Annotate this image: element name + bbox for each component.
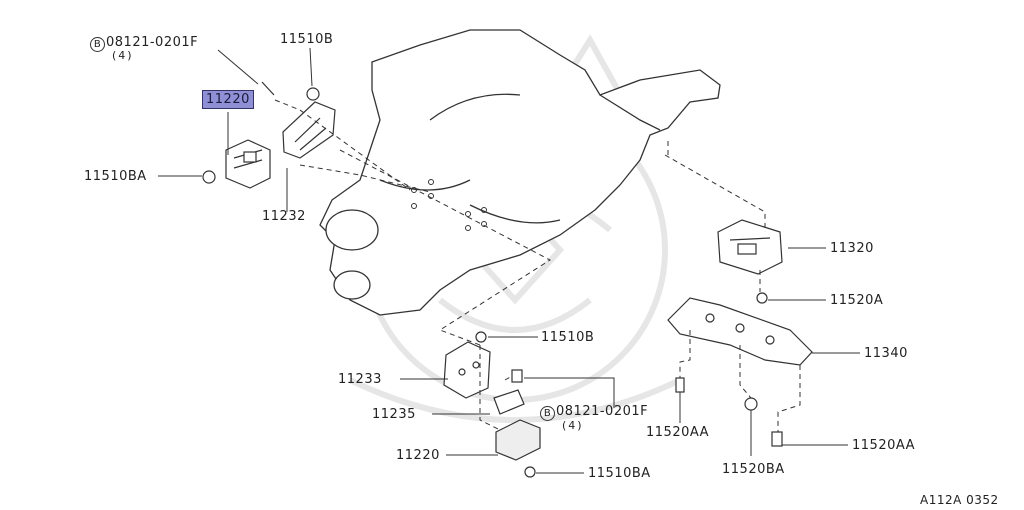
callout-11520A[interactable]: 11520A (830, 293, 884, 308)
front-mount-assembly (202, 81, 336, 189)
callout-11510B-lower[interactable]: 11510B (541, 330, 595, 345)
bracket-11233 (443, 341, 491, 399)
callout-11235[interactable]: 11235 (372, 407, 416, 422)
engine-transmission (319, 29, 721, 316)
dashed-guides (274, 99, 801, 432)
callout-11320[interactable]: 11320 (830, 241, 874, 256)
callout-11232[interactable]: 11232 (262, 209, 306, 224)
bolt-code: 08121-0201F (556, 404, 649, 419)
bolt-lower-qty: (4) (562, 419, 584, 432)
callout-11520BA[interactable]: 11520BA (722, 462, 785, 477)
leader-lines (158, 47, 860, 474)
insulator-11220-lower (495, 419, 541, 461)
callout-11220-lower[interactable]: 11220 (396, 448, 440, 463)
diagram-reference: A112A 0352 (920, 493, 999, 507)
callout-11510B-top[interactable]: 11510B (280, 32, 334, 47)
b-symbol: B (540, 406, 555, 421)
callout-11220-highlighted[interactable]: 11220 (202, 90, 254, 109)
plate-11235 (493, 389, 525, 415)
callout-11340[interactable]: 11340 (864, 346, 908, 361)
callout-11233[interactable]: 11233 (338, 372, 382, 387)
bracket-11232 (282, 101, 336, 159)
b-symbol: B (90, 37, 105, 52)
bolt-top-qty: (4) (112, 49, 134, 62)
bolt-code: 08121-0201F (106, 35, 199, 50)
callout-11520AA-right[interactable]: 11520AA (852, 438, 916, 453)
callout-11520AA-left[interactable]: 11520AA (646, 425, 710, 440)
callout-11510BA-lower[interactable]: 11510BA (588, 466, 651, 481)
lower-mount-assembly (443, 331, 541, 478)
callout-11510BA-front[interactable]: 11510BA (84, 169, 147, 184)
